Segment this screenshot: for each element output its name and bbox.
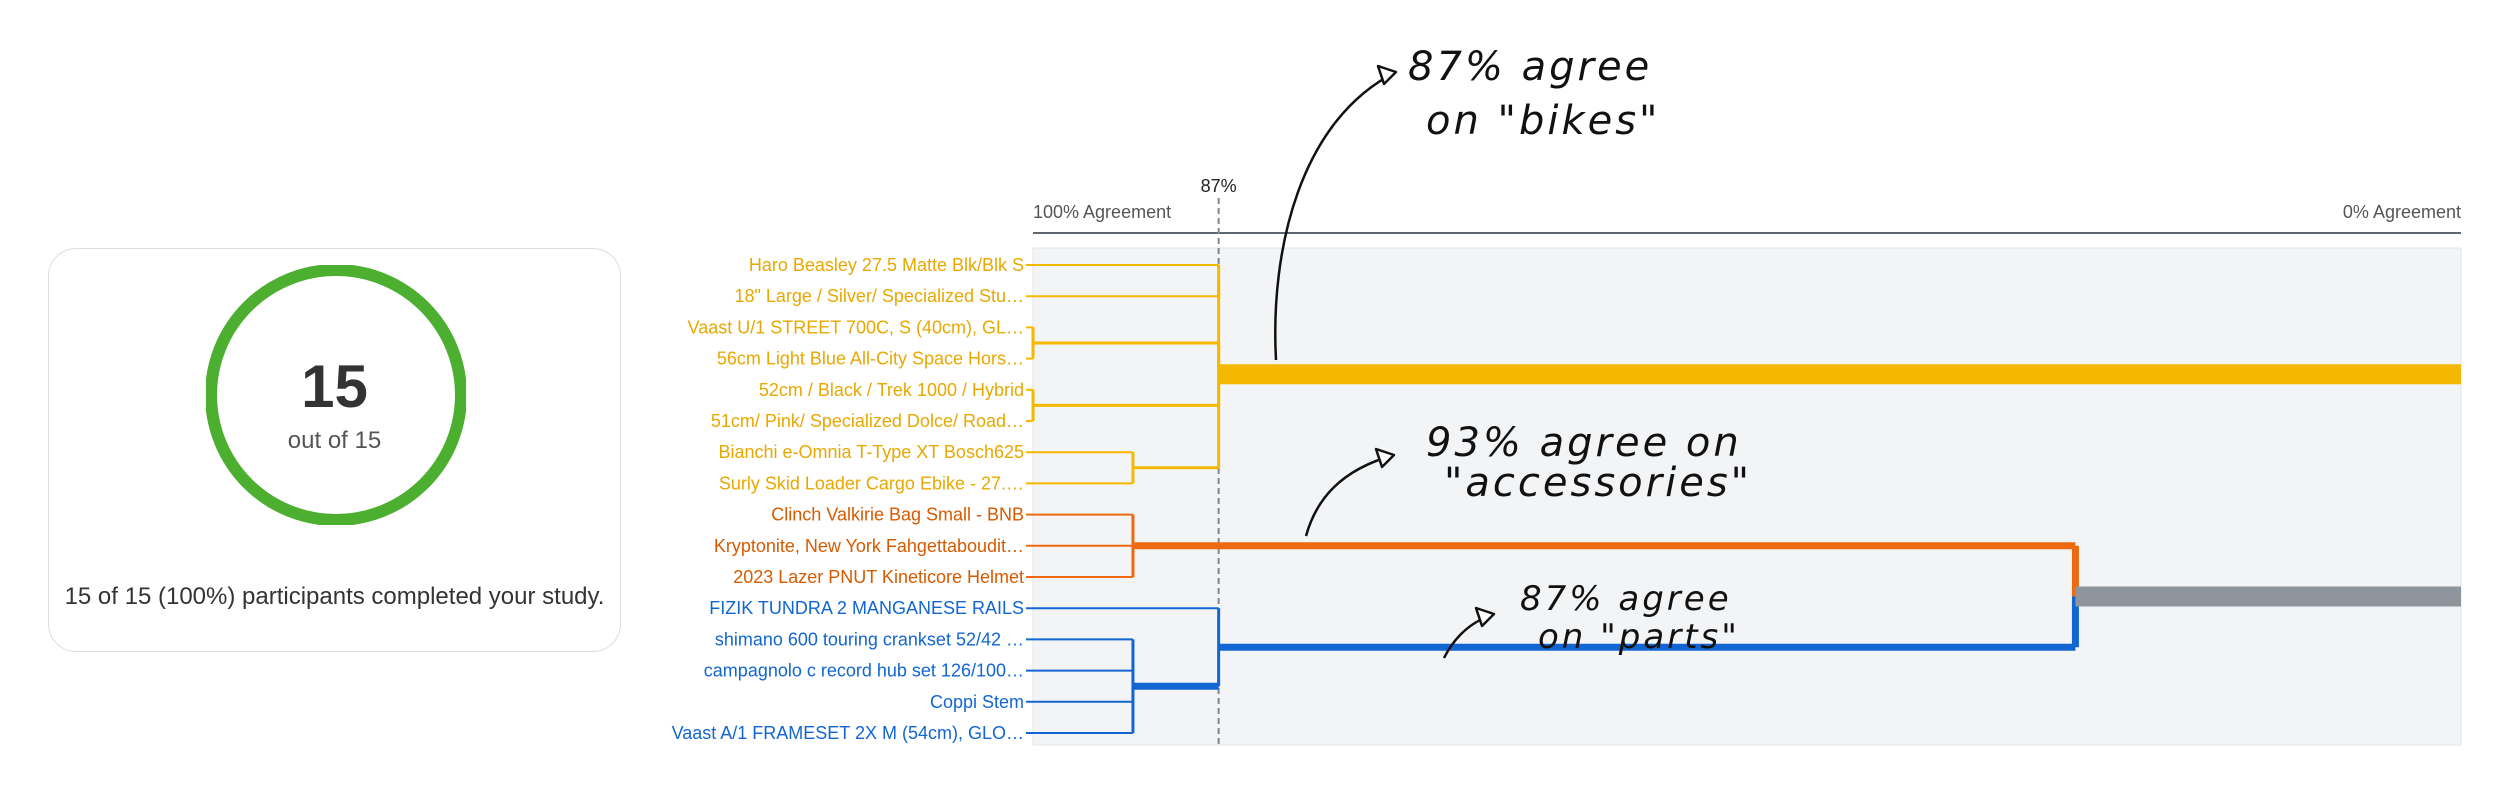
annotation: 93% agree on"accessories" (1304, 420, 1752, 537)
leaf-label: Vaast U/1 STREET 700C, S (40cm), GL… (688, 317, 1024, 337)
axis-right-label: 0% Agreement (2343, 202, 2461, 222)
leaf-label: 51cm/ Pink/ Specialized Dolce/ Road… (711, 411, 1024, 431)
plot-area (1032, 247, 2462, 746)
cluster-merge (1026, 326, 1035, 360)
leaf-label: shimano 600 touring crankset 52/42 … (715, 629, 1024, 649)
annotation-text: 93% agree on (1426, 420, 1742, 466)
leaf-label: 18" Large / Silver/ Specialized Stu… (734, 286, 1024, 306)
annotation-arrow (1274, 70, 1397, 361)
leaf-label: 56cm Light Blue All-City Space Hors… (717, 349, 1024, 369)
annotation-text: on "parts" (1538, 617, 1740, 657)
annotation-arrowhead (1474, 606, 1496, 628)
leaf-label: 2023 Lazer PNUT Kineticore Helmet (733, 567, 1024, 587)
annotation-text: on "bikes" (1426, 98, 1660, 144)
leaf-label: Bianchi e-Omnia T-Type XT Bosch625 (719, 442, 1025, 462)
progress-ring (206, 265, 466, 525)
leaf-label: Haro Beasley 27.5 Matte Blk/Blk S (749, 255, 1024, 275)
leaf-label: campagnolo c record hub set 126/100… (704, 661, 1024, 681)
cluster-merge (1132, 542, 2461, 651)
annotation: 87% agree on "bikes" (1274, 44, 1660, 361)
annotation-text: 87% agree (1520, 579, 1732, 619)
completed-count: 15 (301, 353, 368, 420)
threshold-label: 87% (1201, 176, 1237, 196)
annotation-arrowhead (1374, 447, 1396, 469)
leaf-label: FIZIK TUNDRA 2 MANGANESE RAILS (709, 598, 1024, 618)
leaf-label: Vaast A/1 FRAMESET 2X M (54cm), GLO… (672, 723, 1024, 743)
annotation-text: 87% agree (1408, 44, 1652, 90)
cluster-merge (1026, 388, 1035, 422)
progress-ring-fill (206, 265, 466, 525)
completion-summary: 15 of 15 (100%) participants completed y… (64, 583, 605, 610)
annotation-arrowhead (1376, 64, 1398, 86)
leaf-label: 52cm / Black / Trek 1000 / Hybrid (759, 380, 1024, 400)
leaf-label: Surly Skid Loader Cargo Ebike - 27.… (719, 473, 1024, 493)
cluster-merge (1132, 280, 2461, 470)
cluster-merge (1026, 638, 1135, 734)
leaf-label: Clinch Valkirie Bag Small - BNB (771, 505, 1024, 525)
leaf-label: Coppi Stem (930, 692, 1024, 712)
completed-total: out of 15 (287, 427, 382, 454)
leaf-label: Kryptonite, New York Fahgettaboudit… (714, 536, 1024, 556)
completion-card: 15 out of 15 15 of 15 (100%) participant… (48, 248, 621, 652)
annotation-arrow (1304, 453, 1395, 537)
axis-left-label: 100% Agreement (1033, 202, 1171, 222)
annotation-text: "accessories" (1444, 460, 1752, 506)
